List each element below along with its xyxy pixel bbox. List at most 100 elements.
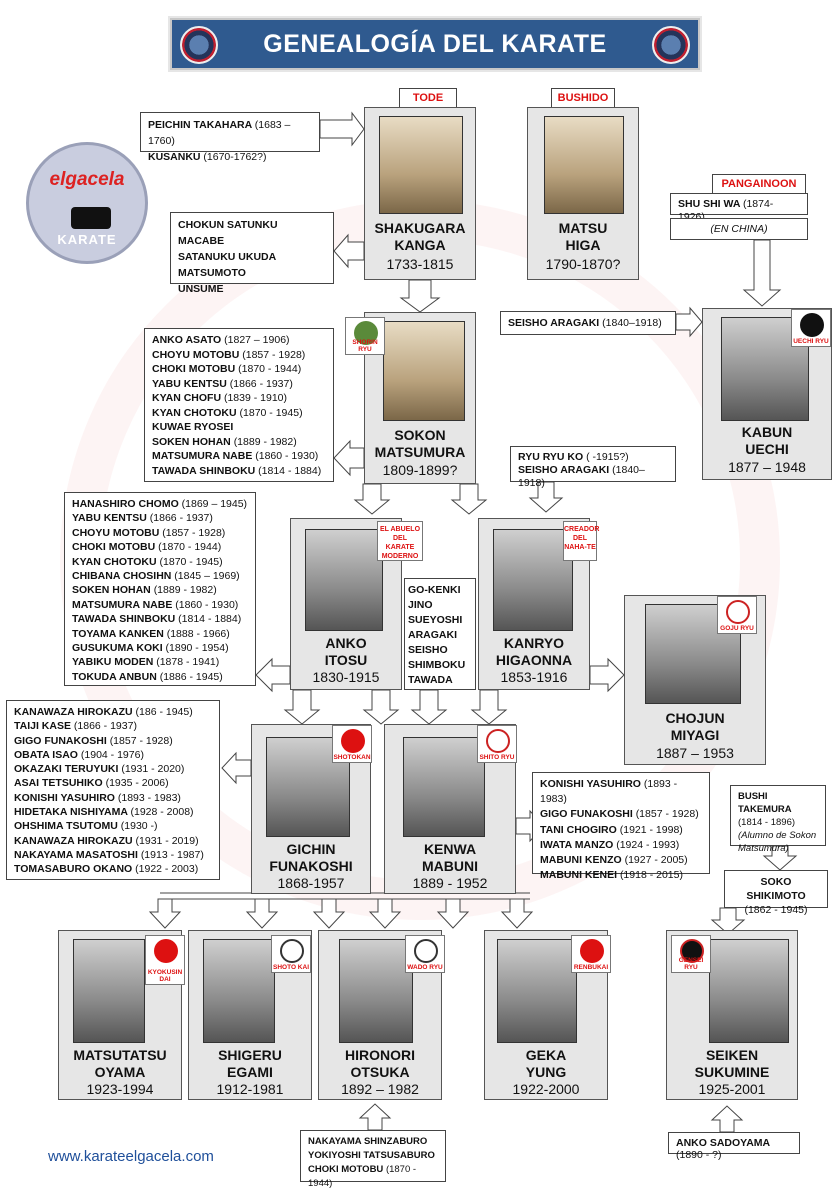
- master-name: SOKON: [394, 427, 446, 443]
- master-card-yung: RENBUKAI GEKA YUNG 1922-2000: [484, 930, 611, 1100]
- list-chokun: CHOKUN SATUNKU MACABE SATANUKU UKUDA MAT…: [170, 212, 334, 295]
- list-item: GUSUKUMA KOKI (1890 - 1954): [72, 642, 229, 655]
- master-dates: 1912-1981: [216, 1081, 284, 1097]
- master-dates: 1809-1899?: [382, 462, 458, 478]
- list-ryuryuko: RYU RYU KO ( -1915?) SEISHO ARAGAKI (184…: [510, 446, 676, 489]
- master-dates: 1830-1915: [312, 669, 380, 685]
- page-title: GENEALOGÍA DEL KARATE: [263, 29, 607, 58]
- list-item: OKAZAKI TERUYUKI (1931 - 2020): [14, 763, 185, 776]
- master-name: KANGA: [394, 237, 446, 253]
- master-name: MATSUMURA: [374, 444, 466, 460]
- master-name: MIYAGI: [670, 727, 720, 743]
- gacela-logo-icon: [180, 26, 218, 64]
- list-item: TOYAMA KANKEN (1888 - 1966): [72, 627, 230, 640]
- tag-tode: TODE: [399, 88, 457, 108]
- wado-emblem-icon: [414, 939, 438, 963]
- list-item: CHIBANA CHOSIHN (1845 – 1969): [72, 570, 240, 583]
- badge-shorin-ryu: SHORIN RYU: [345, 317, 385, 355]
- master-dates: 1887 – 1953: [656, 745, 734, 761]
- shotokai-emblem-icon: [280, 939, 304, 963]
- list-item: YABU KENTSU (1866 - 1937): [152, 377, 293, 390]
- master-name: HIGA: [565, 237, 601, 253]
- list-item: HANASHIRO CHOMO (1869 – 1945): [72, 498, 248, 510]
- list-item: OBATA ISAO (1904 - 1976): [14, 748, 144, 761]
- list-item-years: (1814 - 1896): [738, 817, 796, 828]
- master-name: ANKO: [325, 635, 367, 651]
- master-name: KENWA: [423, 841, 477, 857]
- list-funakoshi-students: KANAWAZA HIROKAZU (186 - 1945) TAIJI KAS…: [6, 700, 220, 880]
- list-otsuka-teachers: NAKAYAMA SHINZABURO YOKIYOSHI TATSUSABUR…: [300, 1130, 446, 1189]
- list-item: TOKUDA ANBUN (1886 - 1945): [72, 670, 223, 683]
- master-name: OTSUKA: [350, 1064, 410, 1080]
- master-card-oyama: KYOKUSIN DAI MATSUTATSU OYAMA 1923-1994: [58, 930, 185, 1100]
- badge-kyokusin: KYOKUSIN DAI: [145, 935, 185, 985]
- list-item: SHIMBOKU: [408, 659, 466, 671]
- mitsu-tomoe-icon: [800, 313, 824, 337]
- list-item: CHOKUN SATUNKU MACABE: [178, 219, 278, 247]
- list-item: NAKAYAMA SHINZABURO: [308, 1136, 428, 1147]
- master-name: MATSU: [558, 220, 608, 236]
- website-link[interactable]: www.karateelgacela.com: [48, 1148, 214, 1165]
- master-name: EGAMI: [227, 1064, 273, 1080]
- master-name: SHIGERU: [218, 1047, 282, 1063]
- list-item: UNSUME: [178, 283, 224, 295]
- portrait-egami: [203, 939, 275, 1043]
- list-item: KUWAE RYOSEI: [152, 421, 234, 433]
- portrait-oyama: [73, 939, 145, 1043]
- master-dates: 1892 – 1982: [341, 1081, 419, 1097]
- master-dates: 1853-1916: [500, 669, 568, 685]
- master-card-itosu: EL ABUELO DEL KARATE MODERNO ANKO ITOSU …: [290, 518, 423, 690]
- master-name: UECHI: [745, 441, 789, 457]
- master-card-higa: MATSU HIGA 1790-1870?: [527, 107, 639, 280]
- tag-pangainoon: PANGAINOON: [712, 174, 806, 194]
- portrait-sukumine: [709, 939, 789, 1043]
- badge-wado-ryu: WADO RYU: [405, 935, 445, 973]
- master-card-egami: SHOTO KAI SHIGERU EGAMI 1912-1981: [188, 930, 312, 1100]
- list-seisho-aragaki: SEISHO ARAGAKI (1840–1918): [500, 311, 676, 335]
- list-item: KANAWAZA HIROKAZU (1931 - 2019): [14, 834, 199, 847]
- master-name: GICHIN: [286, 841, 336, 857]
- list-item: HIDETAKA NISHIYAMA (1928 - 2008): [14, 806, 194, 819]
- master-name: FUNAKOSHI: [269, 858, 353, 874]
- badge-uechi-ryu: UECHI RYU: [791, 309, 831, 347]
- master-card-uechi: UECHI RYU KABUN UECHI 1877 – 1948: [702, 308, 832, 480]
- master-dates: 1733-1815: [386, 256, 454, 272]
- portrait-higa: [544, 116, 624, 214]
- list-item: TAWADA: [408, 674, 453, 686]
- list-item: TAWADA SHINBOKU (1814 - 1884): [152, 464, 322, 477]
- tag-bushido: BUSHIDO: [551, 88, 615, 108]
- list-item: BUSHI TAKEMURA: [738, 791, 792, 815]
- goju-fist-icon: [726, 600, 750, 624]
- list-item: GIGO FUNAKOSHI (1857 - 1928): [14, 734, 173, 747]
- master-name: YUNG: [525, 1064, 567, 1080]
- list-item: SUEYOSHI: [408, 614, 463, 626]
- list-item: SOKEN HOHAN (1889 - 1982): [152, 435, 297, 448]
- list-item: GO-KENKI: [408, 584, 461, 596]
- master-name: MABUNI: [422, 858, 478, 874]
- list-matsumura-students: ANKO ASATO (1827 – 1906) CHOYU MOTOBU (1…: [144, 328, 334, 482]
- portrait-higaonna: [493, 529, 573, 631]
- master-dates: 1923-1994: [86, 1081, 154, 1097]
- master-dates: 1922-2000: [512, 1081, 580, 1097]
- master-card-funakoshi: SHOTOKAN GICHIN FUNAKOSHI 1868-1957: [251, 724, 372, 894]
- list-itosu-students: HANASHIRO CHOMO (1869 – 1945) YABU KENTS…: [64, 492, 256, 686]
- list-item: SEISHO: [408, 644, 448, 656]
- list-item: SOKEN HOHAN (1889 - 1982): [72, 584, 217, 597]
- tiger-emblem-icon: [341, 729, 365, 753]
- list-item: SEISHO ARAGAKI (1840–1918): [518, 464, 645, 489]
- master-dates: 1790-1870?: [545, 256, 621, 272]
- badge-shoto-kai: SHOTO KAI: [271, 935, 311, 973]
- kanku-emblem-icon: [154, 939, 178, 963]
- portrait-funakoshi: [266, 737, 350, 837]
- logo-top-text: elgacela: [49, 169, 125, 190]
- list-item: TAWADA SHINBOKU (1814 - 1884): [72, 613, 242, 626]
- master-dates: 1889 - 1952: [412, 875, 488, 891]
- box-anko-sadoyama: ANKO SADOYAMA (1890 - ?): [668, 1132, 800, 1161]
- list-item: ASAI TETSUHIKO (1935 - 2006): [14, 777, 169, 790]
- list-item: KYAN CHOTOKU (1870 - 1945): [152, 406, 303, 419]
- list-item: TOMASABURO OKANO (1922 - 2003): [14, 863, 199, 876]
- list-item: KANAWAZA HIROKAZU (186 - 1945): [14, 706, 193, 718]
- master-name: ITOSU: [324, 652, 368, 668]
- elgacela-logo: elgacela KARATE: [26, 142, 148, 264]
